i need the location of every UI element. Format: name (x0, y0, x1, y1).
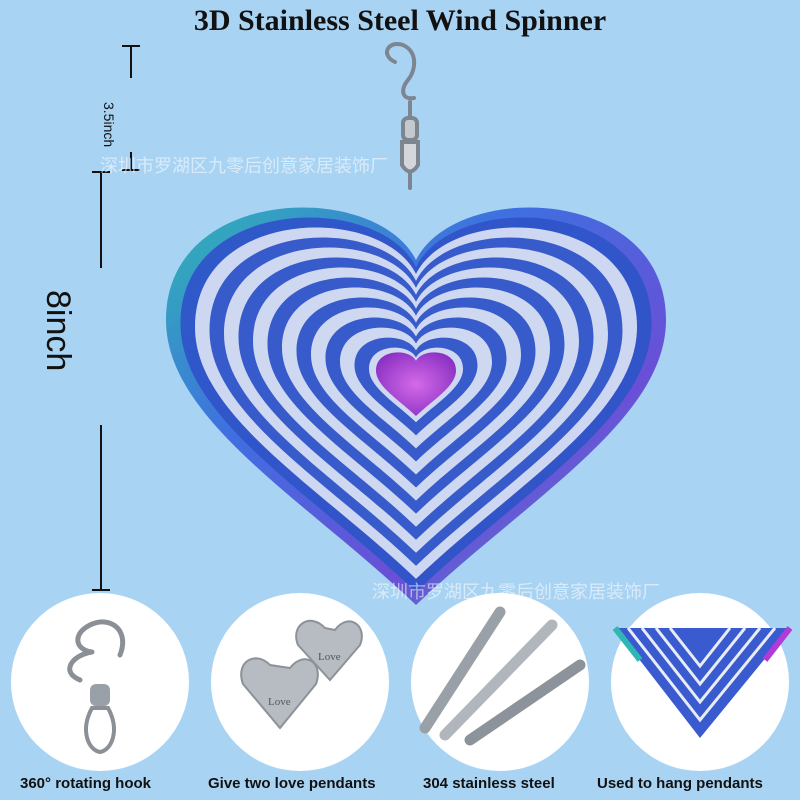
product-title: 3D Stainless Steel Wind Spinner (193, 4, 607, 37)
hook-length-label: 3.5inch (101, 102, 117, 148)
pendant-engraving-1: Love (318, 651, 341, 663)
caption-hang-pendants: Used to hang pendants (597, 775, 763, 792)
swivel-hook-icon (11, 593, 189, 771)
hanging-hook (385, 42, 420, 190)
steel-rods-icon (411, 593, 589, 771)
caption-rotating-hook: 360° rotating hook (20, 775, 152, 792)
caption-stainless-steel: 304 stainless steel (423, 775, 555, 792)
heart-spinner (166, 207, 666, 605)
heart-center (376, 352, 456, 416)
heart-detail-icon (611, 593, 793, 771)
watermark-bottom: 深圳市罗湖区九零后创意家居装饰厂 (372, 582, 660, 603)
pendant-engraving-2: Love (268, 696, 291, 708)
caption-love-pendants: Give two love pendants (208, 775, 376, 792)
love-pendants-icon: Love Love (211, 593, 389, 771)
dimension-lines (92, 45, 140, 591)
watermark-top: 深圳市罗湖区九零后创意家居装饰厂 (100, 156, 388, 177)
heart-height-label: 8inch (39, 290, 77, 372)
